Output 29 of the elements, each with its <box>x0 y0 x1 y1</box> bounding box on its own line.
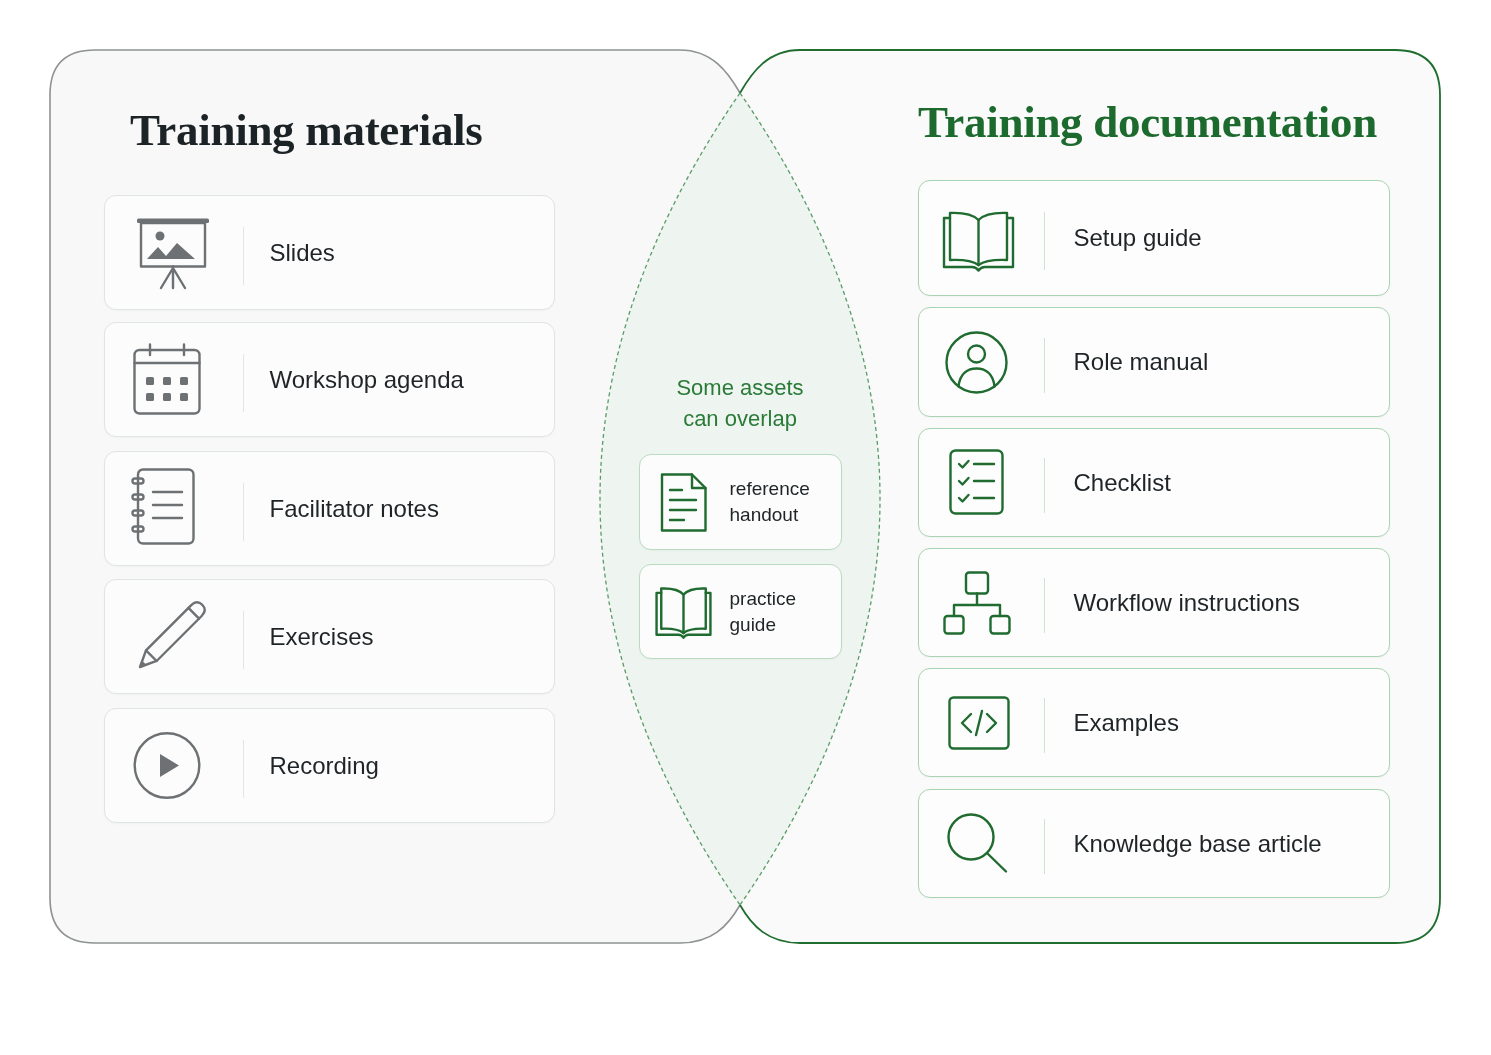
item-label: Checklist <box>1073 468 1172 497</box>
item-label: Exercises <box>269 622 375 651</box>
item-card <box>918 668 1390 777</box>
item-card <box>918 548 1390 657</box>
item-card <box>104 708 555 823</box>
item-card <box>104 195 555 310</box>
panel-title: Training materials <box>130 106 483 156</box>
item-label: Setup guide <box>1073 223 1203 253</box>
item-label: practice guide <box>729 586 798 637</box>
item-label: Workflow instructions <box>1073 588 1301 617</box>
item-card <box>639 564 842 659</box>
item-card <box>104 579 555 694</box>
item-label: Recording <box>269 751 380 780</box>
item-card <box>104 322 555 437</box>
item-label: Knowledge base article <box>1073 829 1323 858</box>
item-card <box>918 789 1390 898</box>
item-label: Workshop agenda <box>269 365 465 394</box>
item-card <box>104 451 555 566</box>
item-label: Slides <box>269 238 336 267</box>
overlap-heading: Some assets can overlap <box>675 374 805 433</box>
item-card <box>918 428 1390 537</box>
item-label: Facilitator notes <box>269 494 440 523</box>
item-card <box>639 454 842 550</box>
item-card <box>918 180 1390 296</box>
panel-title: Training documentation <box>918 98 1377 148</box>
item-label: Role manual <box>1073 347 1210 377</box>
item-card <box>918 307 1390 417</box>
item-label: reference handout <box>729 477 811 527</box>
item-label: Examples <box>1073 708 1180 737</box>
